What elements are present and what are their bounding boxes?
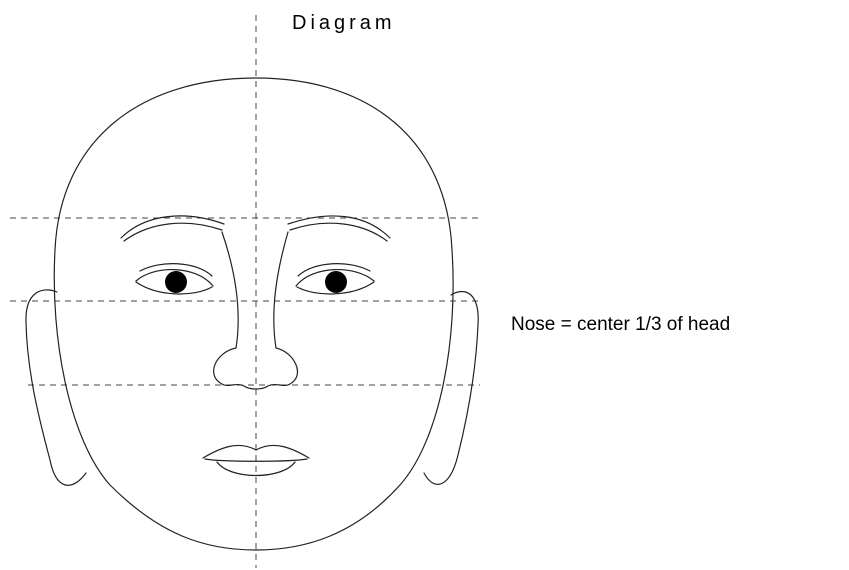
right-eye: [296, 264, 374, 294]
left-eyebrow: [121, 216, 224, 238]
head-outline: [54, 78, 453, 550]
nose-left-bridge: [214, 232, 244, 386]
left-eyebrow-lower: [124, 223, 222, 241]
nose-tip: [244, 386, 268, 389]
right-eyebrow: [288, 216, 390, 238]
diagram-title: Diagram: [292, 12, 396, 35]
right-eyebrow-lower: [290, 223, 387, 241]
right-ear: [424, 292, 478, 485]
proportion-caption: Nose = center 1/3 of head: [511, 314, 730, 336]
nose-right-bridge: [268, 232, 297, 386]
left-eye: [136, 264, 213, 294]
